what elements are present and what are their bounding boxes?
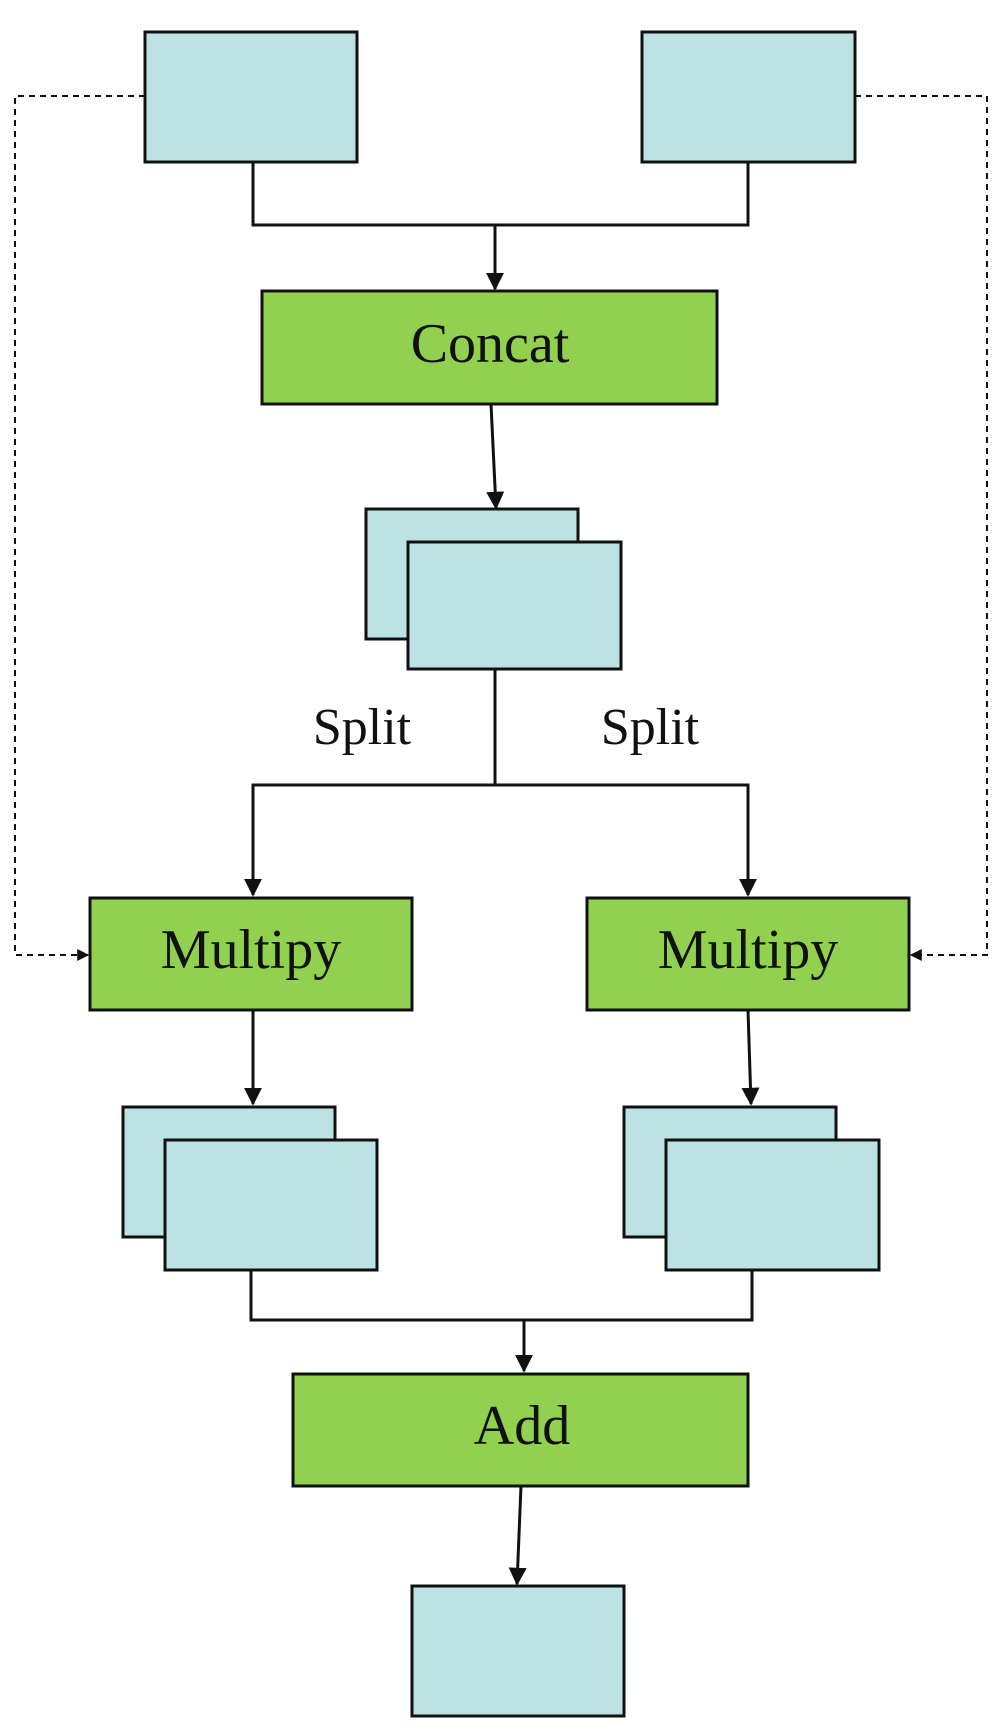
split-label-right: Split xyxy=(601,699,700,756)
multiply-left-label: Multipy xyxy=(161,919,341,981)
add-box xyxy=(291,1372,750,1488)
product-right-to-merge xyxy=(524,1270,754,1322)
add-label: Add xyxy=(474,1395,570,1457)
product-tensor-right-front xyxy=(664,1138,881,1272)
product-tensor-left-front xyxy=(163,1138,379,1272)
concatenated-tensor-stack xyxy=(364,507,623,671)
multiply-right-box xyxy=(585,896,911,1012)
split-label-left: Split xyxy=(313,699,412,756)
concat-node: Concat xyxy=(260,289,719,406)
multiply-right-label: Multipy xyxy=(658,919,838,981)
multiply-right-node: Multipy xyxy=(585,896,911,1012)
multiply-right-to-tensor-arrow xyxy=(741,1009,760,1106)
concat-label: Concat xyxy=(411,313,570,375)
input-tensor-right xyxy=(640,30,857,164)
input-tensor-left xyxy=(143,30,359,164)
concat-box xyxy=(260,289,719,406)
skip-connection-right xyxy=(855,95,988,961)
split-branch-right xyxy=(495,783,757,897)
concat-to-split-tensor-arrow xyxy=(486,403,505,510)
multiply-left-box xyxy=(88,896,414,1012)
add-node: Add xyxy=(291,1372,750,1488)
product-tensor-stack-right xyxy=(622,1105,881,1272)
output-tensor xyxy=(410,1584,626,1718)
input-left-to-merge xyxy=(251,162,495,227)
concatenated-tensor-front xyxy=(406,540,623,671)
product-left-to-merge xyxy=(249,1270,524,1322)
connectors xyxy=(14,95,988,1586)
multiply-left-node: Multipy xyxy=(88,896,414,1012)
split-branch-left xyxy=(244,783,495,897)
product-tensor-stack-left xyxy=(121,1105,379,1272)
add-to-output-arrow xyxy=(508,1485,527,1586)
input-right-to-merge xyxy=(495,162,750,227)
skip-connection-left xyxy=(14,95,145,961)
